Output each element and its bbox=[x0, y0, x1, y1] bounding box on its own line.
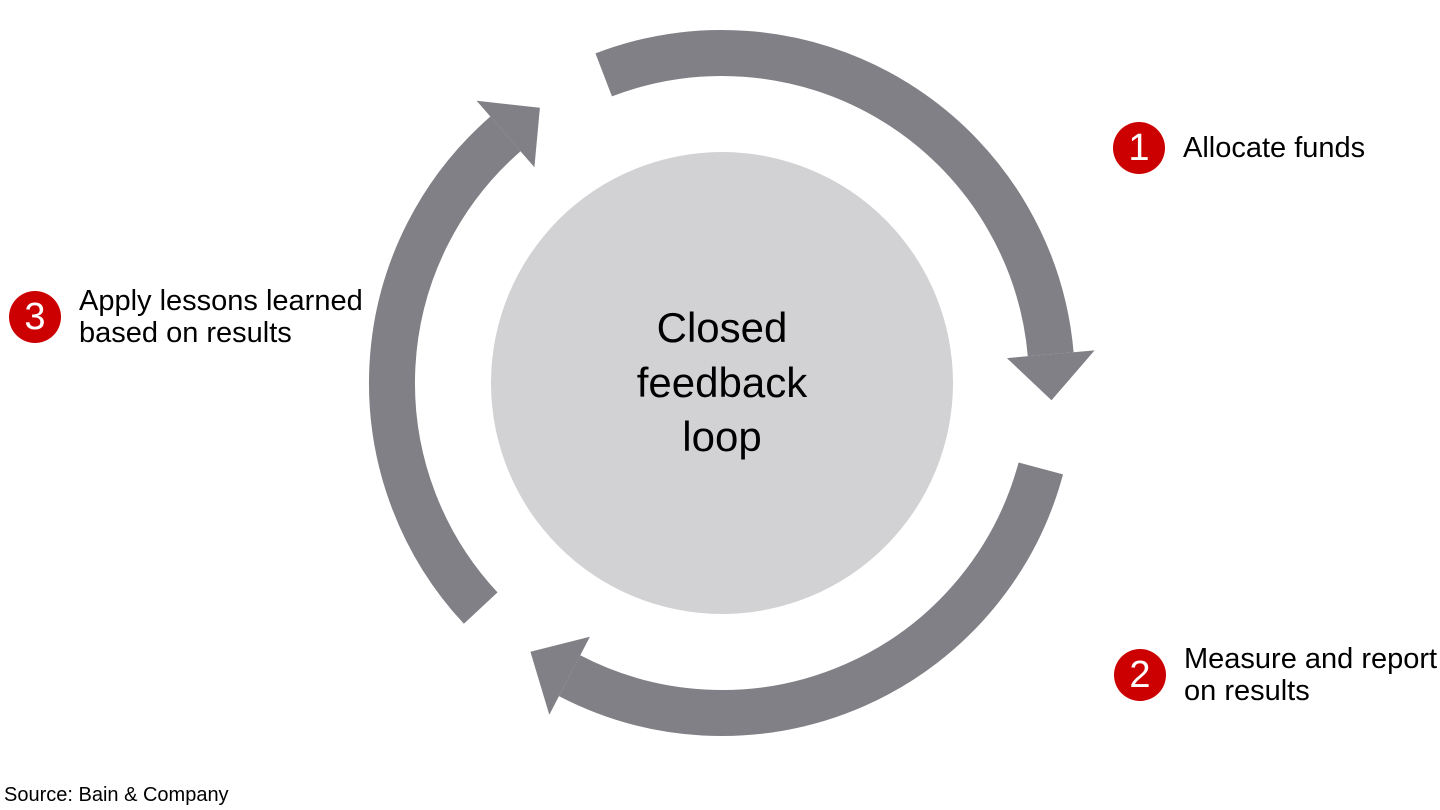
loop-arrow-3 bbox=[368, 100, 540, 624]
center-label: Closed feedback loop bbox=[636, 304, 808, 461]
step-3: 3 Apply lessons learned based on results bbox=[9, 285, 371, 350]
step-1: 1 Allocate funds bbox=[1113, 122, 1365, 174]
step-number-badge: 2 bbox=[1114, 649, 1166, 702]
loop-arrow-2 bbox=[530, 462, 1064, 736]
arrowhead-icon bbox=[1006, 350, 1095, 401]
center-circle bbox=[491, 152, 953, 614]
step-label: Apply lessons learned based on results bbox=[79, 285, 363, 350]
step-number-badge: 3 bbox=[9, 291, 61, 344]
arrowhead-icon bbox=[530, 636, 590, 715]
loop-arrow-1 bbox=[595, 29, 1095, 401]
step-label: Measure and report on results bbox=[1184, 643, 1438, 708]
step-2: 2 Measure and report on results bbox=[1114, 643, 1440, 708]
step-number-badge: 1 bbox=[1113, 122, 1165, 174]
step-label: Allocate funds bbox=[1183, 131, 1366, 164]
arrowhead-icon bbox=[476, 100, 540, 168]
source-text: Source: Bain & Company bbox=[4, 784, 229, 806]
